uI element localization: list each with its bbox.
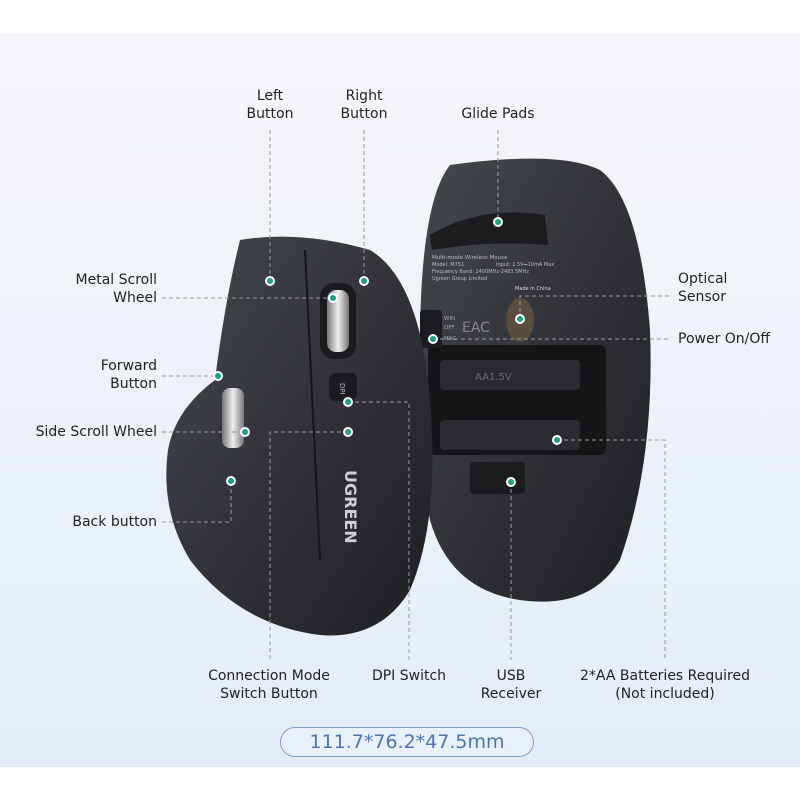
label-batteries: 2*AA Batteries Required(Not included) [580,668,750,702]
label-glide-pads: Glide Pads [461,106,535,122]
dpi-button-label: DPI [338,383,346,395]
label-line-origin: Made in China [515,286,551,292]
mouse-top-view: DPI UGREEN [166,236,433,636]
battery-text: AA1.5V [475,372,512,383]
label-dpi-switch: DPI Switch [371,668,447,684]
callout-dots [213,217,562,487]
switch-off-label: OFF [444,325,455,331]
brand-logo: UGREEN [341,470,360,544]
leader-lines [162,130,670,660]
label-back-button: Back button [72,514,157,530]
dimensions-badge: 111.7*76.2*47.5mm [280,727,534,757]
label-line-input: Input: 1.5V⎓10mA Max [496,262,554,268]
label-line-frequency: Frequency Band: 2400MHz-2483.5MHz [432,269,529,275]
label-line-company: Ugreen Group Limited [432,276,487,282]
label-line-model: Model: M751 [432,262,464,268]
label-line-title: Multi-mode Wireless Mouse [432,255,508,261]
label-power: Power On/Off [678,331,771,347]
switch-win-label: WIN [444,316,455,322]
eac-mark: EAC [462,320,490,336]
label-side-scroll-wheel: Side Scroll Wheel [35,424,157,440]
mouse-bottom-view: AA1.5V WIN OFF MAC Multi-mode Wireless M… [418,158,651,602]
